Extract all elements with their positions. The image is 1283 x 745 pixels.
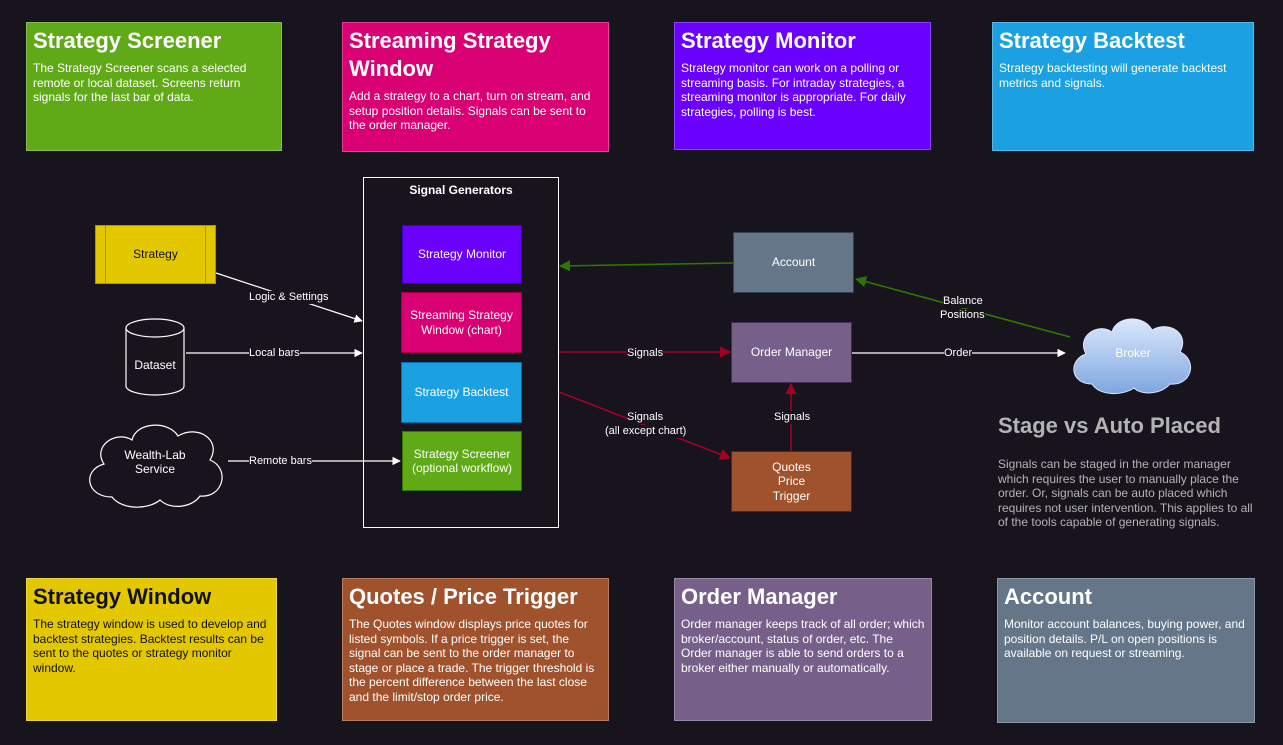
card-body: The Quotes window displays price quotes … [349,617,595,704]
card-title: Strategy Backtest [999,28,1185,53]
edge-label-local-bars: Local bars [249,347,300,360]
card-title: Strategy Monitor [681,28,856,53]
broker-node: Broker [1115,345,1151,360]
strategy-window-card: Strategy Window The strategy window is u… [26,578,277,721]
account-node: Account [733,232,854,293]
card-body: Order manager keeps track of all order; … [681,617,925,675]
edge-label-signals-except-1: Signals [627,411,664,424]
edge-label-balance: Balance [943,295,983,308]
card-body: Add a strategy to a chart, turn on strea… [349,89,591,132]
edge-label-signals-except-2: (all except chart) [605,425,687,438]
edge-label-order: Order [944,347,973,360]
edge-balance-positions [854,276,1071,338]
card-body: Strategy backtesting will generate backt… [999,61,1227,90]
card-title: Order Manager [681,584,838,609]
gen-strategy-screener: Strategy Screener (optional workflow) [402,431,522,491]
card-title: Quotes / Price Trigger [349,584,578,609]
streaming-window-card: Streaming Strategy Window Add a strategy… [342,22,609,152]
card-body: The strategy window is used to develop a… [33,617,267,675]
edge-account-to-generators [558,260,734,272]
edge-label-positions: Positions [940,309,985,322]
card-body: Monitor account balances, buying power, … [1004,617,1245,660]
dataset-node: Dataset [134,357,176,372]
edge-label-remote-bars: Remote bars [249,455,312,468]
strategy-node: Strategy [133,247,178,262]
edge-label-signals-up: Signals [774,411,811,424]
account-card: Account Monitor account balances, buying… [997,578,1255,723]
card-title: Strategy Screener [33,28,222,53]
order-manager-node: Order Manager [731,322,852,383]
card-body: The Strategy Screener scans a selected r… [33,61,247,104]
wealthlab-cloud [89,424,223,508]
quotes-trigger-node: Quotes Price Trigger [731,451,852,512]
note-title: Stage vs Auto Placed [998,413,1221,438]
gen-streaming-window: Streaming Strategy Window (chart) [401,292,522,353]
card-title: Streaming Strategy Window [349,28,551,81]
strategy-screener-card: Strategy Screener The Strategy Screener … [26,22,282,151]
signal-generators-group [363,177,559,528]
strategy-monitor-card: Strategy Monitor Strategy monitor can wo… [674,22,931,150]
card-title: Account [1004,584,1092,609]
wealthlab-node: Wealth-Lab Service [124,447,186,477]
strategy-node-shape [95,225,216,284]
edge-label-logic-settings: Logic & Settings [249,291,329,304]
strategy-backtest-card: Strategy Backtest Strategy backtesting w… [992,22,1254,151]
note-body: Signals can be staged in the order manag… [998,457,1253,529]
signal-generators-title: Signal Generators [409,183,513,197]
gen-strategy-monitor: Strategy Monitor [402,225,522,284]
gen-strategy-backtest: Strategy Backtest [401,362,522,423]
order-manager-card: Order Manager Order manager keeps track … [674,578,932,721]
edge-label-signals: Signals [627,347,664,360]
dataset-cylinder [125,318,185,396]
card-body: Strategy monitor can work on a polling o… [681,61,906,119]
broker-cloud [1073,318,1191,394]
card-title: Strategy Window [33,584,212,609]
quotes-trigger-card: Quotes / Price Trigger The Quotes window… [342,578,609,721]
